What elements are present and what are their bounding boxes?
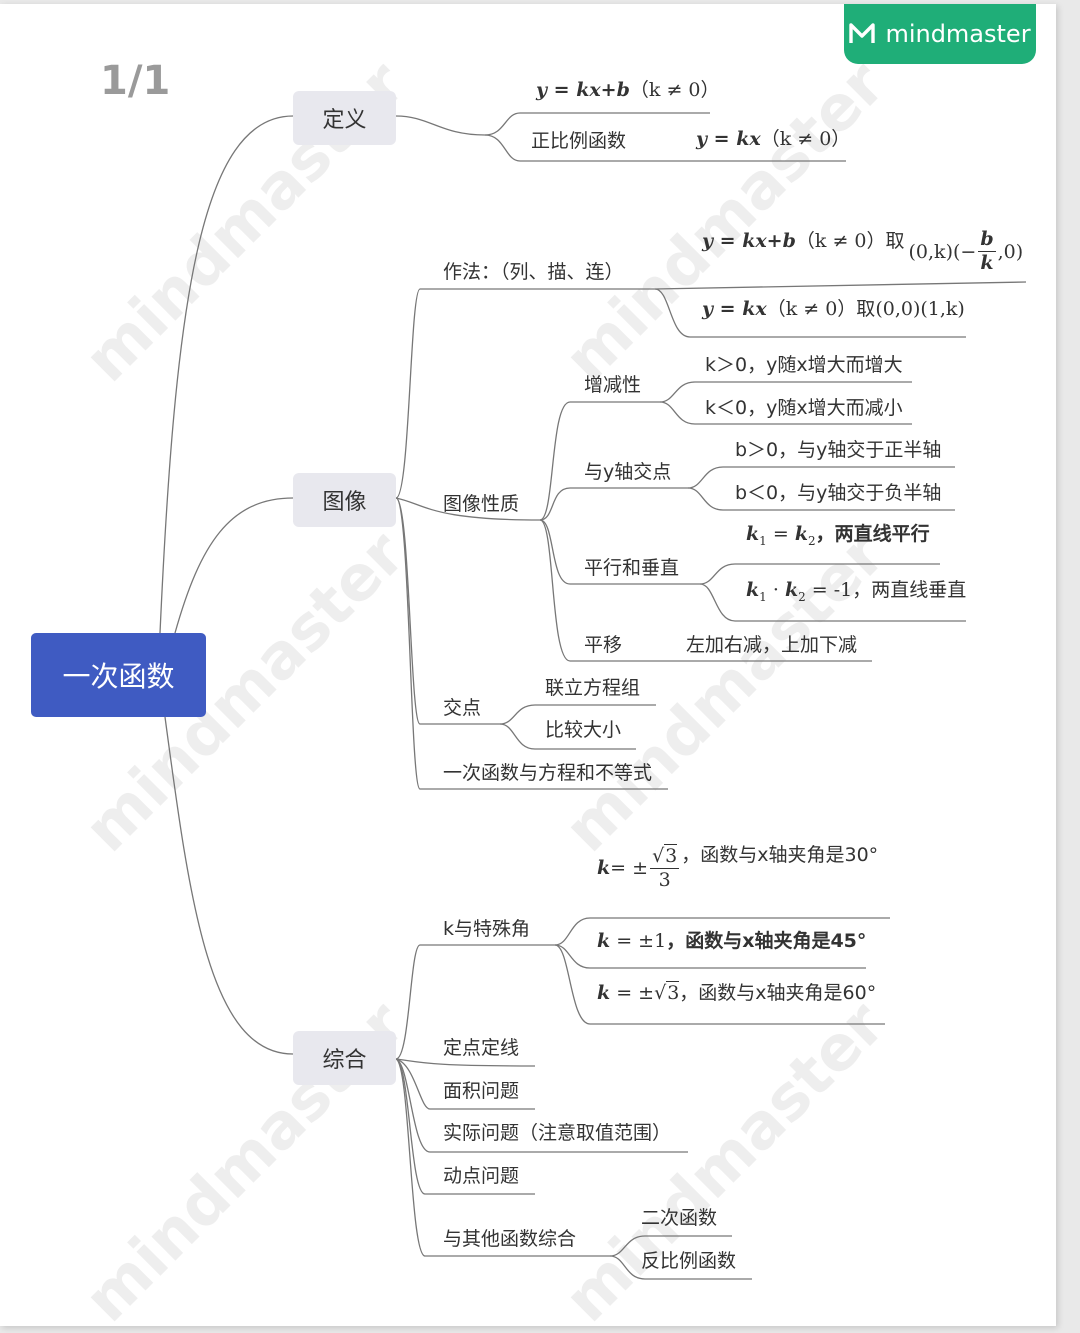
node-graph-label: 图像 bbox=[322, 490, 367, 515]
method-label: 作法：（列、描、连） bbox=[443, 261, 624, 283]
intersection-label: 交点 bbox=[443, 697, 482, 719]
mindmaster-badge[interactable]: mindmaster bbox=[844, 4, 1036, 64]
comprehensive-item: 面积问题 bbox=[443, 1080, 520, 1102]
monotonic-label: 增减性 bbox=[584, 374, 642, 396]
node-definition-label: 定义 bbox=[322, 108, 367, 133]
special-angle-label: k与特殊角 bbox=[443, 918, 531, 940]
page-indicator: 1/1 bbox=[100, 58, 171, 104]
root-node[interactable]: 一次函数 bbox=[31, 633, 206, 717]
intersection-item: 比较大小 bbox=[545, 719, 622, 741]
properties-label: 图像性质 bbox=[443, 493, 520, 515]
equations-label: 一次函数与方程和不等式 bbox=[443, 762, 653, 784]
node-definition[interactable]: 定义 bbox=[293, 91, 396, 145]
special-angle-item: k = ±1，函数与x轴夹角是45° bbox=[597, 930, 867, 952]
node-graph[interactable]: 图像 bbox=[293, 473, 396, 527]
connector-lines bbox=[159, 112, 1027, 1280]
intersection-item: 联立方程组 bbox=[545, 677, 641, 699]
monotonic-item: k＜0，y随x增大而减小 bbox=[705, 397, 903, 419]
translation-label: 平移 bbox=[584, 634, 623, 656]
translation-rule: 左加右减，上加下减 bbox=[686, 634, 858, 656]
y-intercept-item: b＞0，与y轴交于正半轴 bbox=[735, 439, 942, 461]
mindmaster-logo-icon bbox=[849, 23, 876, 43]
monotonic-item: k＞0，y随x增大而增大 bbox=[705, 354, 903, 376]
comprehensive-item: 定点定线 bbox=[443, 1037, 520, 1059]
definition-formula: y = kx+b（k ≠ 0） bbox=[536, 79, 720, 101]
node-comprehensive-label: 综合 bbox=[322, 1048, 367, 1073]
other-function-item: 二次函数 bbox=[641, 1207, 718, 1229]
other-function-item: 反比例函数 bbox=[641, 1250, 737, 1272]
method-line2: y = kx（k ≠ 0）取(0,0)(1,k) bbox=[702, 298, 965, 320]
y-intercept-item: b＜0，与y轴交于负半轴 bbox=[735, 482, 942, 504]
brand-name: mindmaster bbox=[885, 20, 1031, 48]
node-comprehensive[interactable]: 综合 bbox=[293, 1031, 396, 1085]
parallel-label: 平行和垂直 bbox=[584, 557, 680, 579]
other-functions-label: 与其他函数综合 bbox=[443, 1228, 577, 1250]
direct-proportion-formula: y = kx（k ≠ 0） bbox=[696, 128, 851, 150]
special-angle-item: k = ±√3，函数与x轴夹角是60° bbox=[597, 981, 877, 1004]
root-label: 一次函数 bbox=[62, 660, 175, 693]
direct-proportion-label: 正比例函数 bbox=[531, 130, 627, 152]
perpendicular-item: k1 · k2 = -1，两直线垂直 bbox=[746, 579, 967, 604]
mindmap-canvas: mindmaster mindmaster mindmaster mindmas… bbox=[0, 4, 1056, 1326]
comprehensive-item: 实际问题（注意取值范围） bbox=[443, 1122, 672, 1144]
parallel-item: k1 = k2，两直线平行 bbox=[746, 523, 930, 548]
comprehensive-item: 动点问题 bbox=[443, 1165, 520, 1187]
y-intercept-label: 与y轴交点 bbox=[584, 461, 672, 483]
